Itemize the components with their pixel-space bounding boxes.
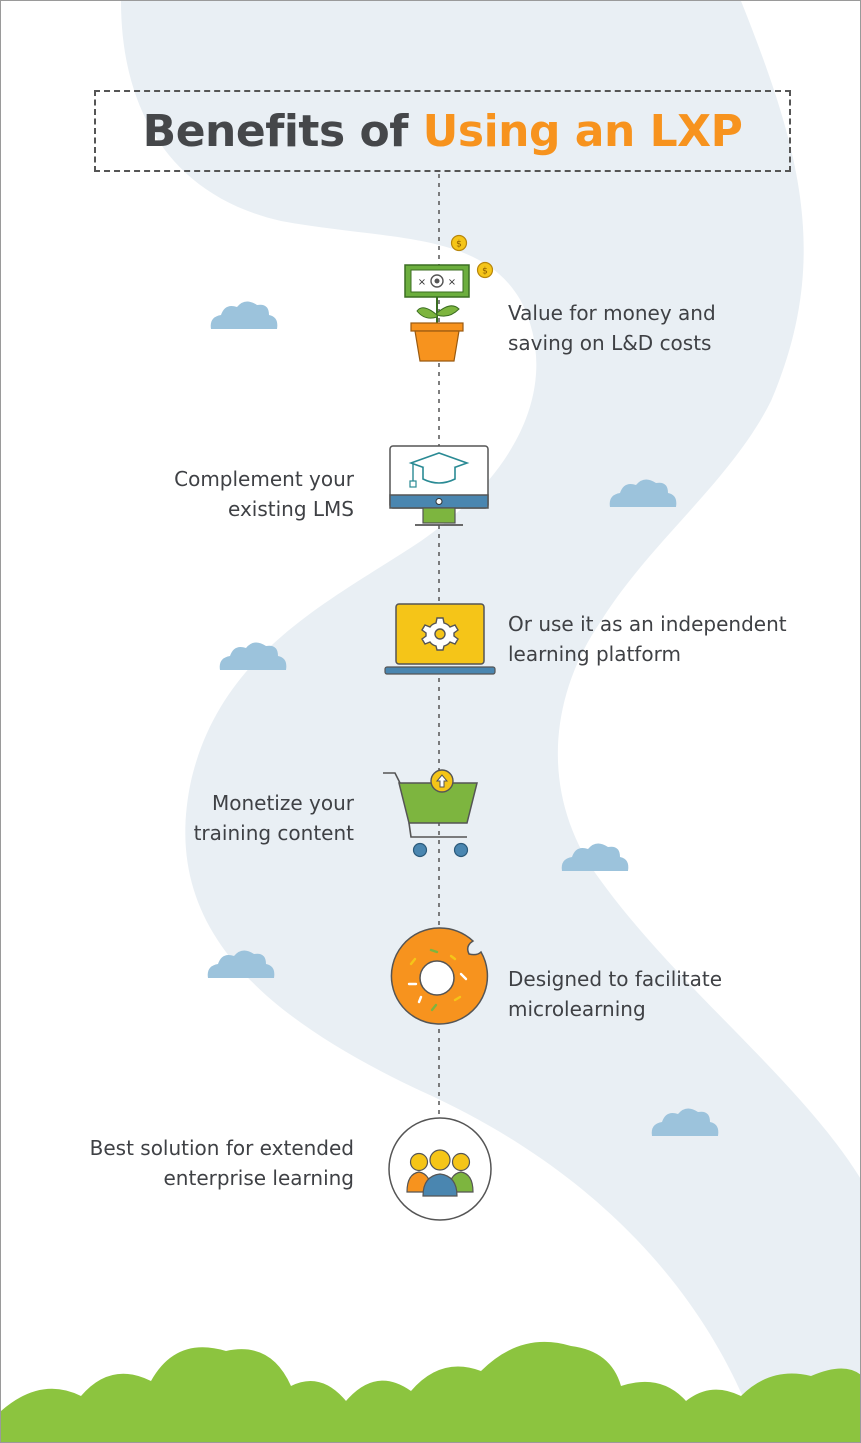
svg-text:×: ×: [418, 277, 426, 288]
money-plant-icon: $ $ × ×: [404, 234, 494, 362]
cloud-icon: [609, 479, 677, 507]
cloud-icon: [651, 1108, 719, 1136]
svg-text:$: $: [482, 267, 488, 277]
benefit-2-line-1: Complement your: [174, 467, 354, 491]
cloud-icon: [210, 301, 278, 329]
monitor-graduation-cap-icon: [389, 445, 489, 526]
benefit-4-line-2: training content: [193, 821, 354, 845]
benefit-label-2: Complement your existing LMS: [174, 464, 354, 524]
benefit-6-line-2: enterprise learning: [163, 1166, 355, 1190]
benefit-2-line-2: existing LMS: [228, 497, 354, 521]
benefit-3-line-2: learning platform: [508, 642, 681, 666]
benefit-6-line-1: Best solution for extended: [89, 1136, 354, 1160]
benefit-3-line-1: Or use it as an independent: [508, 612, 787, 636]
benefit-label-3: Or use it as an independent learning pla…: [508, 609, 787, 669]
title-accent: Using an LXP: [422, 105, 743, 157]
cloud-icon: [207, 950, 275, 978]
people-group-icon: [388, 1117, 492, 1221]
cloud-icon: [561, 843, 629, 871]
benefit-1-line-1: Value for money and: [508, 301, 716, 325]
benefit-5-line-2: microlearning: [508, 997, 646, 1021]
benefit-label-1: Value for money and saving on L&D costs: [508, 298, 716, 358]
laptop-gear-icon: [384, 603, 496, 675]
benefit-label-4: Monetize your training content: [194, 788, 354, 848]
winding-path-background: [121, 1, 860, 1442]
svg-text:×: ×: [448, 277, 456, 288]
page-title: Benefits of Using an LXP: [143, 106, 743, 157]
green-bushes: [1, 1341, 860, 1442]
shopping-cart-icon: [383, 769, 478, 858]
bitten-donut-icon: [390, 927, 489, 1025]
benefit-4-line-1: Monetize your: [211, 791, 354, 815]
svg-text:$: $: [456, 240, 462, 250]
benefit-5-line-1: Designed to facilitate: [508, 967, 723, 991]
benefit-1-line-2: saving on L&D costs: [508, 331, 712, 355]
benefit-label-5: Designed to facilitate microlearning: [508, 964, 722, 1024]
cloud-icon: [219, 642, 287, 670]
title-box: Benefits of Using an LXP: [94, 90, 791, 172]
title-prefix: Benefits of: [142, 105, 423, 157]
benefit-label-6: Best solution for extended enterprise le…: [90, 1133, 354, 1193]
